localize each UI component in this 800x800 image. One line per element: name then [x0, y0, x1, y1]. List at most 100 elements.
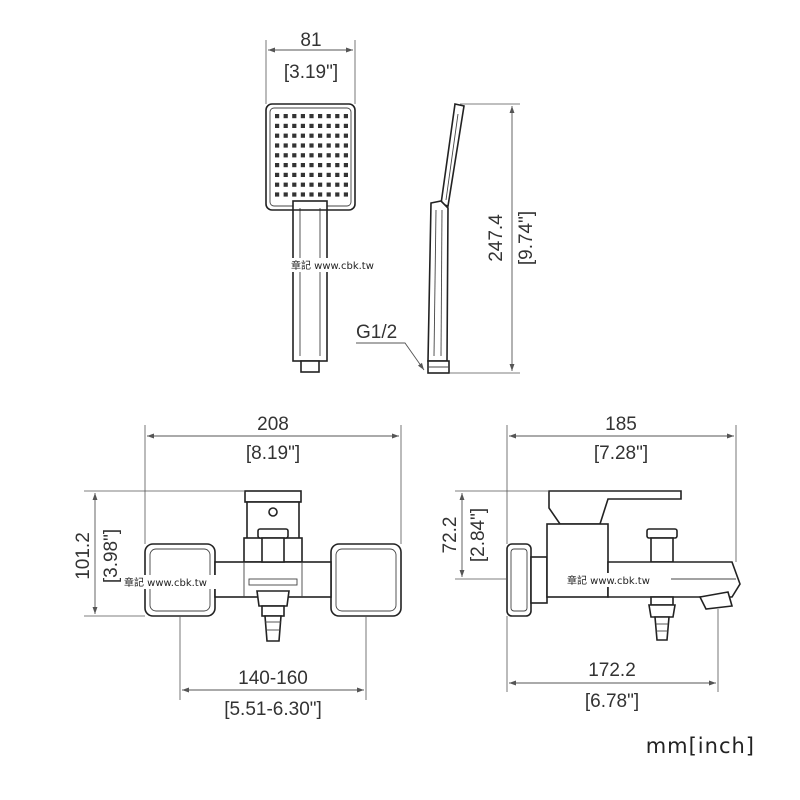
spray-nozzle: [283, 133, 288, 138]
spray-nozzle: [335, 172, 340, 177]
spray-nozzle: [300, 182, 305, 187]
spray-nozzle: [309, 172, 314, 177]
spray-nozzle: [343, 192, 348, 197]
spray-nozzle: [335, 163, 340, 168]
watermarks: 章記 www.cbk.tw 章記 www.cbk.tw 章記 www.cbk.t…: [122, 258, 671, 589]
spray-nozzle: [275, 114, 280, 119]
side-depth-mm: 185: [605, 414, 637, 435]
spray-nozzle: [318, 123, 323, 128]
spray-nozzle: [326, 114, 331, 119]
spray-nozzle: [300, 114, 305, 119]
spray-nozzle: [292, 143, 297, 148]
spray-nozzle: [326, 133, 331, 138]
handshower-width-in: [3.19"]: [284, 62, 338, 83]
spray-nozzle: [283, 192, 288, 197]
spray-nozzle: [283, 153, 288, 158]
spray-nozzle: [343, 153, 348, 158]
handshower-side-view: 247.4 [9.74"] G1/2: [356, 103, 537, 374]
handshower-front-view: 81 [3.19"]: [265, 30, 356, 373]
spray-nozzle: [326, 182, 331, 187]
spray-nozzle: [326, 172, 331, 177]
spray-nozzle: [335, 123, 340, 128]
watermark-handshower: 章記 www.cbk.tw: [291, 259, 374, 272]
spray-nozzle: [300, 163, 305, 168]
spray-nozzle: [275, 143, 280, 148]
spray-nozzle: [300, 192, 305, 197]
spout-projection-mm: 172.2: [588, 660, 636, 681]
spray-nozzle: [292, 182, 297, 187]
spray-nozzle: [283, 182, 288, 187]
spray-nozzle: [283, 172, 288, 177]
side-height-mm: 72.2: [440, 517, 461, 554]
spray-nozzle: [292, 172, 297, 177]
spray-nozzle: [326, 143, 331, 148]
units-label: mm[inch]: [646, 734, 755, 758]
spray-nozzle: [309, 123, 314, 128]
spray-nozzle: [318, 163, 323, 168]
spray-nozzle: [275, 153, 280, 158]
spray-nozzle: [343, 114, 348, 119]
spray-nozzle: [318, 133, 323, 138]
spray-nozzle: [300, 172, 305, 177]
spray-nozzle: [292, 153, 297, 158]
spray-nozzle: [309, 182, 314, 187]
front-width-in: [8.19"]: [246, 443, 300, 464]
spray-nozzle: [275, 172, 280, 177]
spray-nozzle: [283, 114, 288, 119]
spray-nozzle: [309, 192, 314, 197]
spray-nozzle: [283, 163, 288, 168]
spray-nozzle: [318, 143, 323, 148]
mixer-front-view: 208 [8.19"] 101.2 [3.98"] 140-160 [5.51-…: [73, 414, 402, 720]
mixer-side-view: 185 [7.28"] 72.2 [2.84"] 172.2 [6.78"]: [440, 414, 741, 712]
spray-nozzle: [335, 182, 340, 187]
spray-nozzle: [292, 133, 297, 138]
spray-nozzle: [309, 153, 314, 158]
side-depth-in: [7.28"]: [594, 443, 648, 464]
spray-nozzle: [318, 182, 323, 187]
spray-nozzle: [343, 123, 348, 128]
spray-nozzle: [318, 172, 323, 177]
connection-thread-label: G1/2: [356, 322, 397, 343]
spray-nozzle: [275, 123, 280, 128]
spray-nozzle: [309, 114, 314, 119]
spray-nozzle: [326, 192, 331, 197]
spray-nozzle: [292, 192, 297, 197]
spray-nozzle: [335, 153, 340, 158]
spray-nozzle: [300, 133, 305, 138]
spray-nozzle: [292, 123, 297, 128]
spray-nozzle: [283, 123, 288, 128]
spout-projection-in: [6.78"]: [585, 691, 639, 712]
spray-nozzle: [309, 143, 314, 148]
spray-nozzle: [326, 153, 331, 158]
front-height-mm: 101.2: [73, 532, 94, 580]
center-distance-in: [5.51-6.30"]: [224, 699, 322, 720]
spray-nozzle: [335, 114, 340, 119]
spray-nozzle: [275, 192, 280, 197]
spray-nozzle-grid: [275, 114, 348, 197]
watermark-front: 章記 www.cbk.tw: [124, 576, 207, 589]
spray-nozzle: [326, 163, 331, 168]
spray-nozzle: [318, 114, 323, 119]
watermark-side: 章記 www.cbk.tw: [567, 574, 650, 587]
spray-nozzle: [300, 143, 305, 148]
side-height-in: [2.84"]: [468, 508, 489, 562]
spray-nozzle: [300, 153, 305, 158]
spray-nozzle: [343, 182, 348, 187]
spray-nozzle: [318, 153, 323, 158]
spray-nozzle: [343, 163, 348, 168]
spray-nozzle: [292, 163, 297, 168]
spray-nozzle: [292, 114, 297, 119]
spray-nozzle: [275, 163, 280, 168]
spray-nozzle: [335, 143, 340, 148]
spray-nozzle: [300, 123, 305, 128]
spray-nozzle: [335, 133, 340, 138]
spray-nozzle: [343, 143, 348, 148]
spray-nozzle: [309, 133, 314, 138]
spray-nozzle: [275, 133, 280, 138]
spray-nozzle: [283, 143, 288, 148]
spray-nozzle: [326, 123, 331, 128]
spray-nozzle: [309, 163, 314, 168]
spray-nozzle: [335, 192, 340, 197]
spray-nozzle: [343, 172, 348, 177]
